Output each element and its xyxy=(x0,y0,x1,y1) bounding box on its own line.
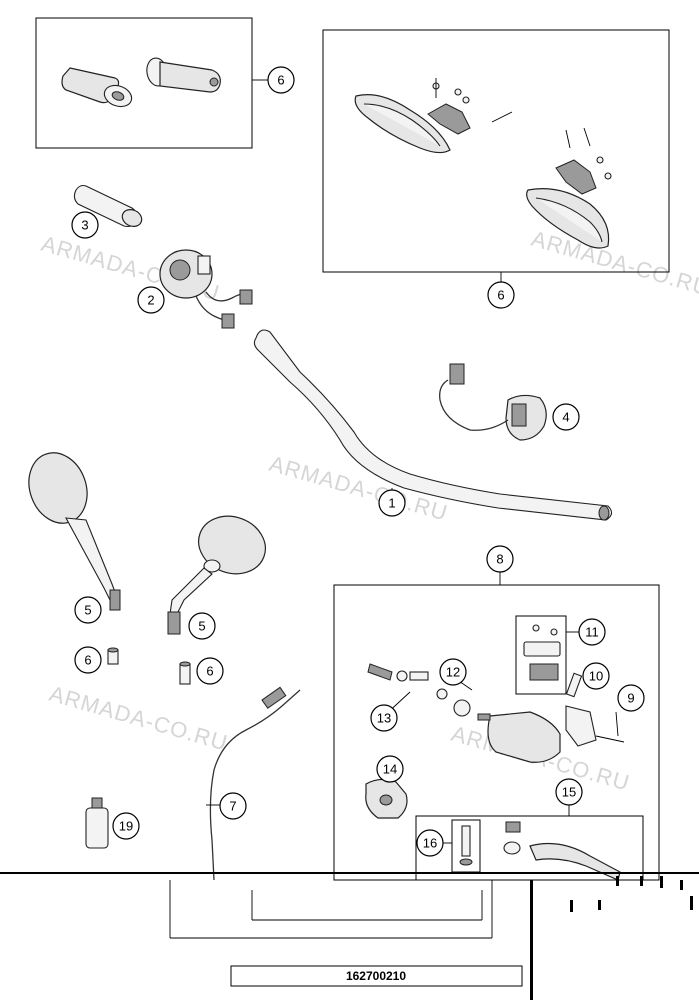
diagram-code-box xyxy=(230,965,523,987)
grip-left xyxy=(61,67,133,108)
callout-19: 19 xyxy=(112,812,140,840)
handguard-left xyxy=(354,94,451,154)
callout-4: 4 xyxy=(552,403,580,431)
adapter-right xyxy=(179,661,191,685)
callout-9: 7 xyxy=(219,792,247,820)
svg-text:12: 12 xyxy=(446,665,460,680)
svg-text:10: 10 xyxy=(589,669,603,684)
callout-2: 2 xyxy=(137,286,165,314)
connector xyxy=(449,363,465,385)
svg-text:6: 6 xyxy=(277,73,284,88)
callout-14: 12 xyxy=(439,658,467,686)
svg-text:9: 9 xyxy=(627,691,634,706)
clutch-master-cylinder xyxy=(453,699,597,763)
handguard-group-box xyxy=(322,29,670,273)
callout-12: 10 xyxy=(582,662,610,690)
watermark-text: ARMADA-CO.RU xyxy=(529,226,699,301)
svg-text:6: 6 xyxy=(497,288,504,303)
svg-text:16: 16 xyxy=(423,836,437,851)
svg-text:11: 11 xyxy=(585,625,599,640)
callout-17: 15 xyxy=(555,778,583,806)
svg-text:8: 8 xyxy=(496,552,503,567)
svg-text:3: 3 xyxy=(81,218,88,233)
mount-clamp xyxy=(365,778,408,819)
svg-text:14: 14 xyxy=(383,762,397,777)
oil-bottle xyxy=(85,797,109,849)
cover-group-box xyxy=(515,615,567,695)
callout-7: 6 xyxy=(267,66,295,94)
svg-text:5: 5 xyxy=(84,603,91,618)
svg-text:15: 15 xyxy=(562,785,576,800)
scan-noise xyxy=(0,872,699,1000)
svg-text:2: 2 xyxy=(147,293,154,308)
adapter-left xyxy=(107,647,119,665)
handlebar xyxy=(253,329,613,521)
handguard-right xyxy=(526,188,610,249)
callout-15: 13 xyxy=(370,704,398,732)
mirror-right xyxy=(167,515,266,635)
svg-text:1: 1 xyxy=(388,496,395,511)
clutch-lever xyxy=(503,821,621,881)
svg-text:5: 5 xyxy=(198,619,205,634)
pivot-pin xyxy=(565,672,583,698)
callout-5a: 5 xyxy=(74,596,102,624)
start-stop-switch xyxy=(505,394,547,441)
grip-right xyxy=(146,57,221,93)
pivot-bolt xyxy=(459,825,473,866)
callout-16: 14 xyxy=(376,755,404,783)
connector xyxy=(239,289,253,305)
handguard-mount-left xyxy=(427,78,513,135)
callout-18: 16 xyxy=(416,829,444,857)
svg-text:7: 7 xyxy=(229,799,236,814)
callout-6b: 6 xyxy=(196,657,224,685)
svg-text:13: 13 xyxy=(377,711,391,726)
svg-text:19: 19 xyxy=(119,819,133,834)
mirror-left xyxy=(28,452,121,611)
callout-1: 1 xyxy=(378,489,406,517)
callout-11: 9 xyxy=(617,684,645,712)
light-switch xyxy=(159,249,213,299)
watermark-text: ARMADA-CO.RU xyxy=(47,681,231,756)
callout-10: 8 xyxy=(486,545,514,573)
clutch-cable xyxy=(206,686,301,881)
callout-8: 6 xyxy=(487,281,515,309)
spring-set xyxy=(367,663,448,700)
handguard-mount-right xyxy=(555,127,612,195)
callout-6a: 6 xyxy=(74,646,102,674)
callout-3: 3 xyxy=(71,211,99,239)
grips-group-box xyxy=(35,17,253,149)
svg-text:6: 6 xyxy=(206,664,213,679)
throttle-grip xyxy=(73,184,143,228)
lever-group-box xyxy=(415,815,644,881)
reservoir-cover xyxy=(523,624,561,681)
connector xyxy=(221,313,235,329)
callout-5b: 5 xyxy=(188,612,216,640)
svg-text:6: 6 xyxy=(84,653,91,668)
callout-13: 11 xyxy=(578,618,606,646)
diagram-code: 162700210 xyxy=(346,969,406,983)
svg-text:4: 4 xyxy=(562,410,569,425)
